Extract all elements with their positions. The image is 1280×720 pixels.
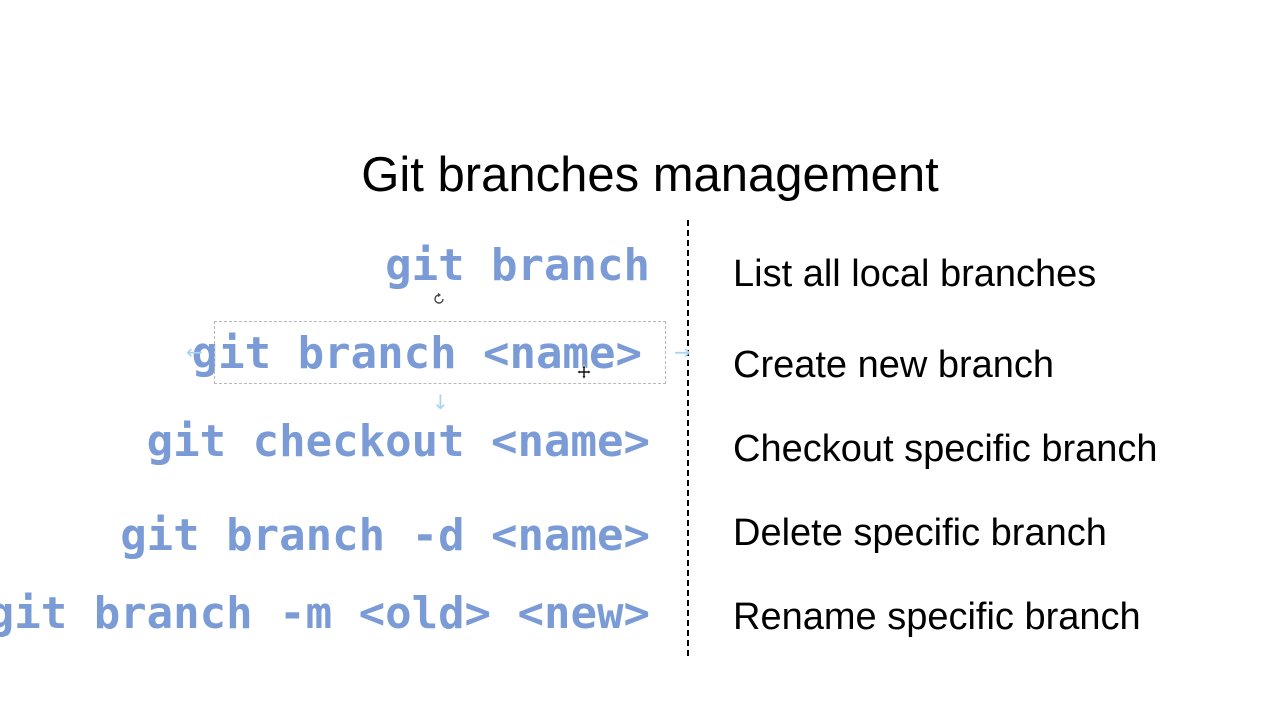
description-list-local-branches[interactable]: List all local branches (733, 253, 1097, 295)
command-git-branch-name[interactable]: git branch <name> (191, 328, 642, 379)
move-cursor-icon (576, 364, 592, 380)
resize-left-arrow-icon[interactable]: ← (186, 340, 203, 364)
description-rename-specific-branch[interactable]: Rename specific branch (733, 596, 1141, 638)
description-delete-specific-branch[interactable]: Delete specific branch (733, 512, 1107, 554)
description-checkout-specific-branch[interactable]: Checkout specific branch (733, 428, 1158, 470)
resize-down-arrow-icon[interactable]: ↓ (432, 390, 449, 414)
text-selection-box[interactable] (214, 321, 666, 384)
command-git-checkout-name[interactable]: git checkout <name> (146, 416, 650, 467)
rotate-handle-icon[interactable] (432, 292, 446, 306)
description-create-new-branch[interactable]: Create new branch (733, 344, 1055, 386)
command-git-branch-m-old-new[interactable]: git branch -m <old> <new> (0, 588, 650, 639)
command-git-branch[interactable]: git branch (385, 240, 650, 291)
resize-right-arrow-icon[interactable]: → (674, 340, 691, 364)
command-git-branch-d-name[interactable]: git branch -d <name> (120, 510, 650, 561)
slide-title[interactable]: Git branches management (361, 148, 939, 202)
column-divider[interactable] (687, 220, 689, 656)
